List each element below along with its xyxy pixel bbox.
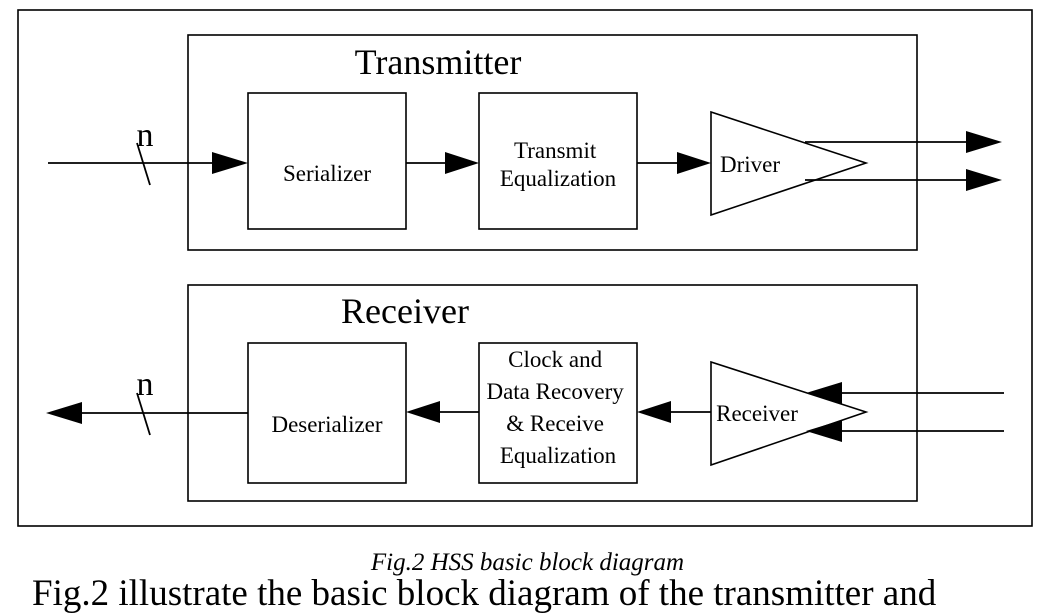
driver-output-negative-arrowhead	[966, 169, 1002, 191]
body-text-line: Fig.2 illustrate the basic block diagram…	[32, 573, 937, 614]
deserializer-label: Deserializer	[271, 412, 382, 437]
ser-to-eq-arrowhead	[445, 152, 479, 174]
deserializer-block	[247, 342, 407, 484]
driver-output-positive-arrowhead	[966, 131, 1002, 153]
serializer-block	[247, 92, 407, 230]
cdr-to-deser-arrowhead	[406, 401, 440, 423]
transmit-equalization-label: Transmit Equalization	[500, 138, 617, 191]
rx-to-cdr-arrowhead	[637, 401, 671, 423]
figure-caption: Fig.2 HSS basic block diagram	[370, 549, 685, 576]
transmitter-title: Transmitter	[355, 42, 522, 82]
serializer-label: Serializer	[283, 161, 371, 186]
rx-input-positive-arrowhead	[806, 382, 842, 404]
tx-bus-slash	[136, 142, 151, 186]
receiver-title: Receiver	[341, 291, 469, 331]
rx-bus-width-label: n	[137, 366, 154, 403]
transmit-equalization-block	[478, 92, 638, 230]
cdr-block	[478, 342, 638, 484]
rx-bus-slash	[136, 392, 151, 436]
rx-output-arrowhead	[46, 402, 82, 424]
tx-input-arrowhead	[212, 152, 248, 174]
driver-label: Driver	[720, 152, 780, 177]
eq-to-driver-arrowhead	[677, 152, 711, 174]
hss-block-diagram: Transmitter Serializer Transmit Equaliza…	[17, 9, 1033, 527]
rx-input-negative-arrowhead	[806, 420, 842, 442]
tx-bus-width-label: n	[137, 117, 154, 154]
receiver-amp-label: Receiver	[716, 401, 798, 426]
driver-triangle	[710, 110, 869, 217]
cdr-label: Clock and Data Recovery & Receive Equali…	[486, 347, 629, 468]
receiver-triangle	[710, 360, 869, 467]
